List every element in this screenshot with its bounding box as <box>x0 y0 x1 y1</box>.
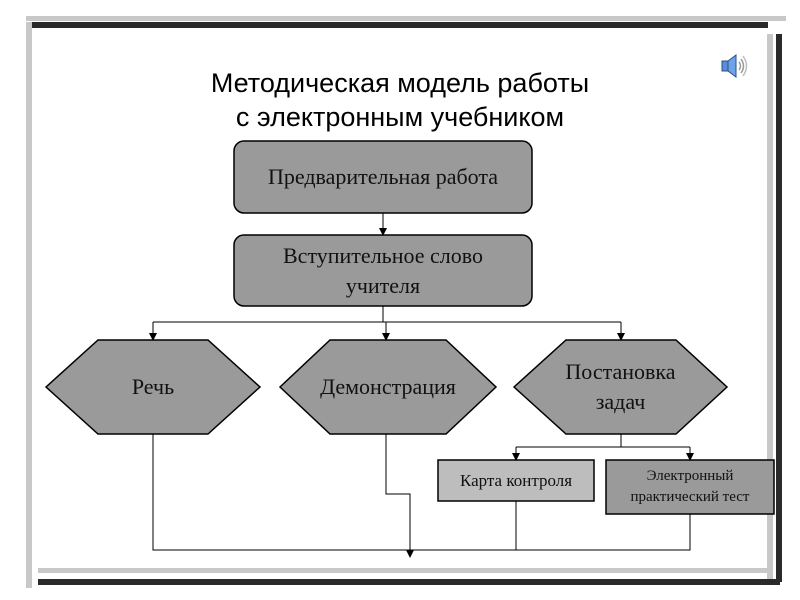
speaker-sound-icon[interactable] <box>718 52 750 80</box>
intro-word-label: Вступительное слово учителя <box>234 235 532 306</box>
line-speech-to-bottom <box>152 434 410 551</box>
slide-title-line2: с электронным учебником <box>235 102 565 132</box>
task-setting-label: Постановка задач <box>514 340 727 434</box>
arrow-demo-to-bottom <box>385 434 414 558</box>
frame-bottom-light-bar <box>38 568 768 573</box>
intro-word-text-line1: Вступительное слово <box>283 242 483 268</box>
speech-text: Речь <box>131 374 175 399</box>
task-setting-text-line1: Постановка <box>565 359 676 384</box>
frame-bottom-dark-bar <box>38 579 780 585</box>
demonstration-text: Демонстрация <box>320 374 456 399</box>
frame-right-light-bar <box>767 34 773 582</box>
line-practical-test-to-bottom <box>516 514 691 551</box>
practical-test-label: Электронный практический тест <box>606 460 774 514</box>
slide-title-line1: Методическая модель работы <box>210 68 590 98</box>
preliminary-work-text: Предварительная работа <box>267 164 499 189</box>
line-control-card-to-bottom <box>410 501 517 551</box>
preliminary-work-label: Предварительная работа <box>234 141 532 213</box>
frame-top-dark-bar <box>26 22 768 28</box>
control-card-label: Карта контроля <box>438 460 594 501</box>
task-setting-text-line2: задач <box>595 389 646 414</box>
demonstration-hexagon <box>278 339 498 435</box>
frame-right-dark-bar <box>776 34 782 582</box>
control-card-text: Карта контроля <box>459 470 573 490</box>
slide-title: Методическая модель работы с электронным… <box>100 66 700 134</box>
speech-hexagon <box>44 339 262 435</box>
task-setting-hexagon <box>512 339 729 435</box>
frame-top-light-bar <box>26 16 786 21</box>
speech-label: Речь <box>46 340 260 434</box>
intro-word-text-line2: учителя <box>345 272 421 298</box>
practical-test-text-line2: практический тест <box>630 489 750 505</box>
frame-left-bar <box>26 22 32 588</box>
demonstration-label: Демонстрация <box>280 340 496 434</box>
connector-lines <box>149 213 694 558</box>
practical-test-text-line1: Электронный <box>646 468 734 484</box>
